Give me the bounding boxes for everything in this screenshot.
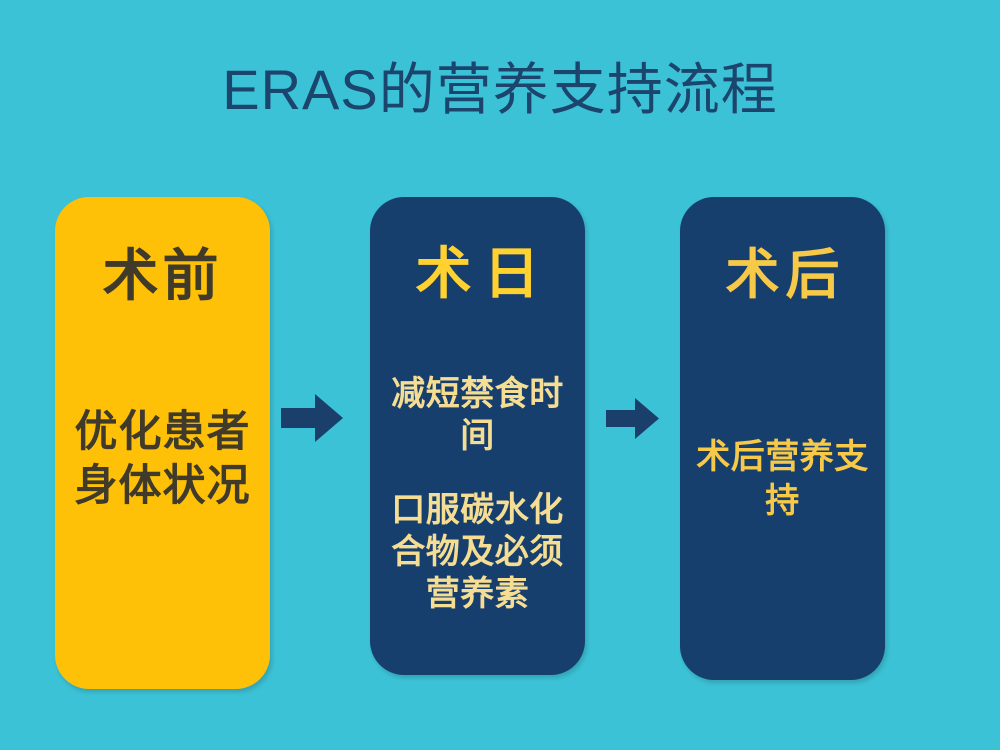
stage-card-day-of-surgery[interactable]: 术日 减短禁食时间 口服碳水化合物及必须营养素 xyxy=(370,197,585,675)
stage-card-postoperative[interactable]: 术后 术后营养支持 xyxy=(680,197,885,680)
arrow-right-icon xyxy=(606,396,659,441)
stage-card-body-text-1: 减短禁食时间 xyxy=(391,375,564,455)
stage-card-body-text: 优化患者身体状况 xyxy=(74,408,251,510)
stage-card-body-text: 术后营养支持 xyxy=(696,438,869,520)
stage-card-heading: 术前 xyxy=(102,244,223,307)
arrow-right-icon xyxy=(281,392,343,444)
page-title: ERAS的营养支持流程 xyxy=(222,58,778,121)
stage-card-heading: 术日 xyxy=(415,242,552,305)
stage-card-heading: 术后 xyxy=(725,245,846,305)
stage-card-body-text-2: 口服碳水化合物及必须营养素 xyxy=(391,491,564,613)
stage-card-preoperative[interactable]: 术前 优化患者身体状况 xyxy=(55,197,270,689)
